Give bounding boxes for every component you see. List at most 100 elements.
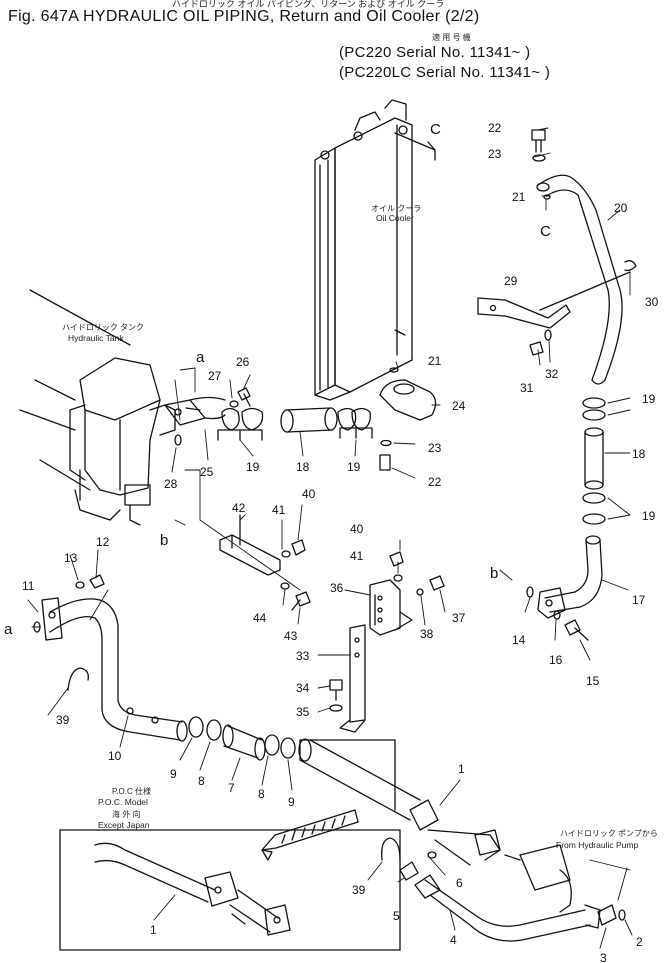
- leader-lines: [27, 127, 633, 949]
- callout-34: 34: [296, 681, 310, 695]
- hatched-arrow: [261, 809, 359, 861]
- callout-38: 38: [420, 627, 434, 641]
- elbow-24: [379, 367, 437, 471]
- pipe-17: [537, 535, 603, 619]
- oil-cooler-jp: オイル クーラ: [371, 204, 422, 213]
- callout-32: 32: [545, 367, 559, 381]
- callout-22-top: 22: [488, 121, 502, 135]
- callout-21-top: 21: [512, 190, 526, 204]
- callout-19b: 19: [347, 460, 361, 474]
- callout-18-mid: 18: [296, 460, 310, 474]
- marker-a-pipe: a: [4, 621, 13, 638]
- callout-29: 29: [504, 274, 518, 288]
- marker-b-pipe: b: [490, 565, 498, 582]
- callout-20: 20: [614, 201, 628, 215]
- callout-41a: 41: [272, 503, 286, 517]
- bracket-33: [339, 624, 366, 733]
- callout-40b: 40: [350, 522, 364, 536]
- callout-16: 16: [549, 653, 563, 667]
- except-label: Except Japan: [98, 820, 150, 830]
- callout-28: 28: [164, 477, 178, 491]
- bracket-36: [369, 579, 413, 636]
- callout-23-mid: 23: [428, 441, 442, 455]
- callout-21-mid: 21: [428, 354, 442, 368]
- marker-c-cooler: C: [430, 121, 441, 138]
- callout-4: 4: [450, 933, 457, 947]
- callout-3: 3: [600, 951, 607, 963]
- clip-39-right: [381, 837, 401, 861]
- clip-39-left: [67, 667, 89, 691]
- oil-cooler-label: Oil Cooler: [376, 213, 414, 223]
- callout-37: 37: [452, 611, 466, 625]
- callout-14: 14: [512, 633, 526, 647]
- callout-9b: 9: [288, 795, 295, 809]
- bracket-29: [477, 260, 637, 329]
- callout-2: 2: [636, 935, 643, 949]
- pump-label: From Hydraulic Pump: [556, 840, 639, 850]
- callout-33: 33: [296, 649, 310, 663]
- poc-label: P.O.C. Model: [98, 797, 148, 807]
- title-jp: ハイドロリック オイル パイピング、リターン および オイル クーラ: [172, 0, 445, 9]
- applicable-jp: 適 用 号 機: [432, 33, 471, 42]
- callout-18-right: 18: [632, 447, 646, 461]
- callout-8a: 8: [198, 774, 205, 788]
- callout-labels: 1 1 2 3 4 5 6 7 8 8 9 9 10 11 12 13 14 1…: [22, 121, 659, 963]
- callout-26: 26: [236, 355, 250, 369]
- callout-39-right: 39: [352, 883, 366, 897]
- pipe-assembly-1: [298, 738, 572, 913]
- callout-7: 7: [228, 781, 235, 795]
- callout-19d: 19: [642, 509, 656, 523]
- reference-markers: a a b b C C: [4, 121, 551, 638]
- callout-15: 15: [586, 674, 600, 688]
- callout-43: 43: [284, 629, 298, 643]
- callout-12: 12: [96, 535, 110, 549]
- hose-7: [188, 716, 296, 761]
- callout-9a: 9: [170, 767, 177, 781]
- callout-8b: 8: [258, 787, 265, 801]
- tank-label: Hydraulic Tank: [68, 333, 124, 343]
- callout-31: 31: [520, 381, 534, 395]
- pump-jp: ハイドロリック ポンプから: [560, 829, 658, 838]
- callout-40a: 40: [302, 487, 316, 501]
- serial-pc220: (PC220 Serial No. 11341~ ): [339, 44, 531, 61]
- callout-23-top: 23: [488, 147, 502, 161]
- hose-4: [414, 874, 601, 942]
- callout-19c: 19: [642, 392, 656, 406]
- small-fasteners: [33, 129, 626, 926]
- middle-hoses: [164, 396, 373, 441]
- callout-30: 30: [645, 295, 659, 309]
- marker-c-pipe: C: [540, 223, 551, 240]
- marker-a-tank: a: [196, 349, 205, 366]
- bracket-42: [219, 514, 281, 576]
- oil-cooler: [314, 99, 436, 401]
- callout-6: 6: [456, 876, 463, 890]
- hose-18-right: [582, 397, 606, 525]
- callout-27: 27: [208, 369, 222, 383]
- callout-22-mid: 22: [428, 475, 442, 489]
- except-jp: 海 外 向: [112, 810, 141, 819]
- hydraulic-tank: [19, 289, 176, 526]
- callout-24: 24: [452, 399, 466, 413]
- callout-11: 11: [22, 579, 35, 593]
- callout-19a: 19: [246, 460, 260, 474]
- poc-jp: P.O.C 仕様: [112, 787, 151, 796]
- marker-b-tank: b: [160, 532, 168, 549]
- callout-36: 36: [330, 581, 344, 595]
- callout-13: 13: [64, 551, 78, 565]
- callout-41b: 41: [350, 549, 364, 563]
- callout-39-left: 39: [56, 713, 70, 727]
- callout-44: 44: [253, 611, 267, 625]
- callout-42: 42: [232, 501, 246, 515]
- callout-1: 1: [458, 762, 465, 776]
- callout-25: 25: [200, 465, 214, 479]
- callout-35: 35: [296, 705, 310, 719]
- poc-model-box: [59, 829, 401, 951]
- tank-jp: ハイドロリック タンク: [62, 323, 145, 332]
- serial-pc220lc: (PC220LC Serial No. 11341~ ): [339, 64, 551, 81]
- callout-10: 10: [108, 749, 122, 763]
- pipe-10: [41, 597, 188, 742]
- callout-1-poc: 1: [150, 923, 157, 937]
- figure-title: Fig. 647A HYDRAULIC OIL PIPING, Return a…: [8, 8, 480, 25]
